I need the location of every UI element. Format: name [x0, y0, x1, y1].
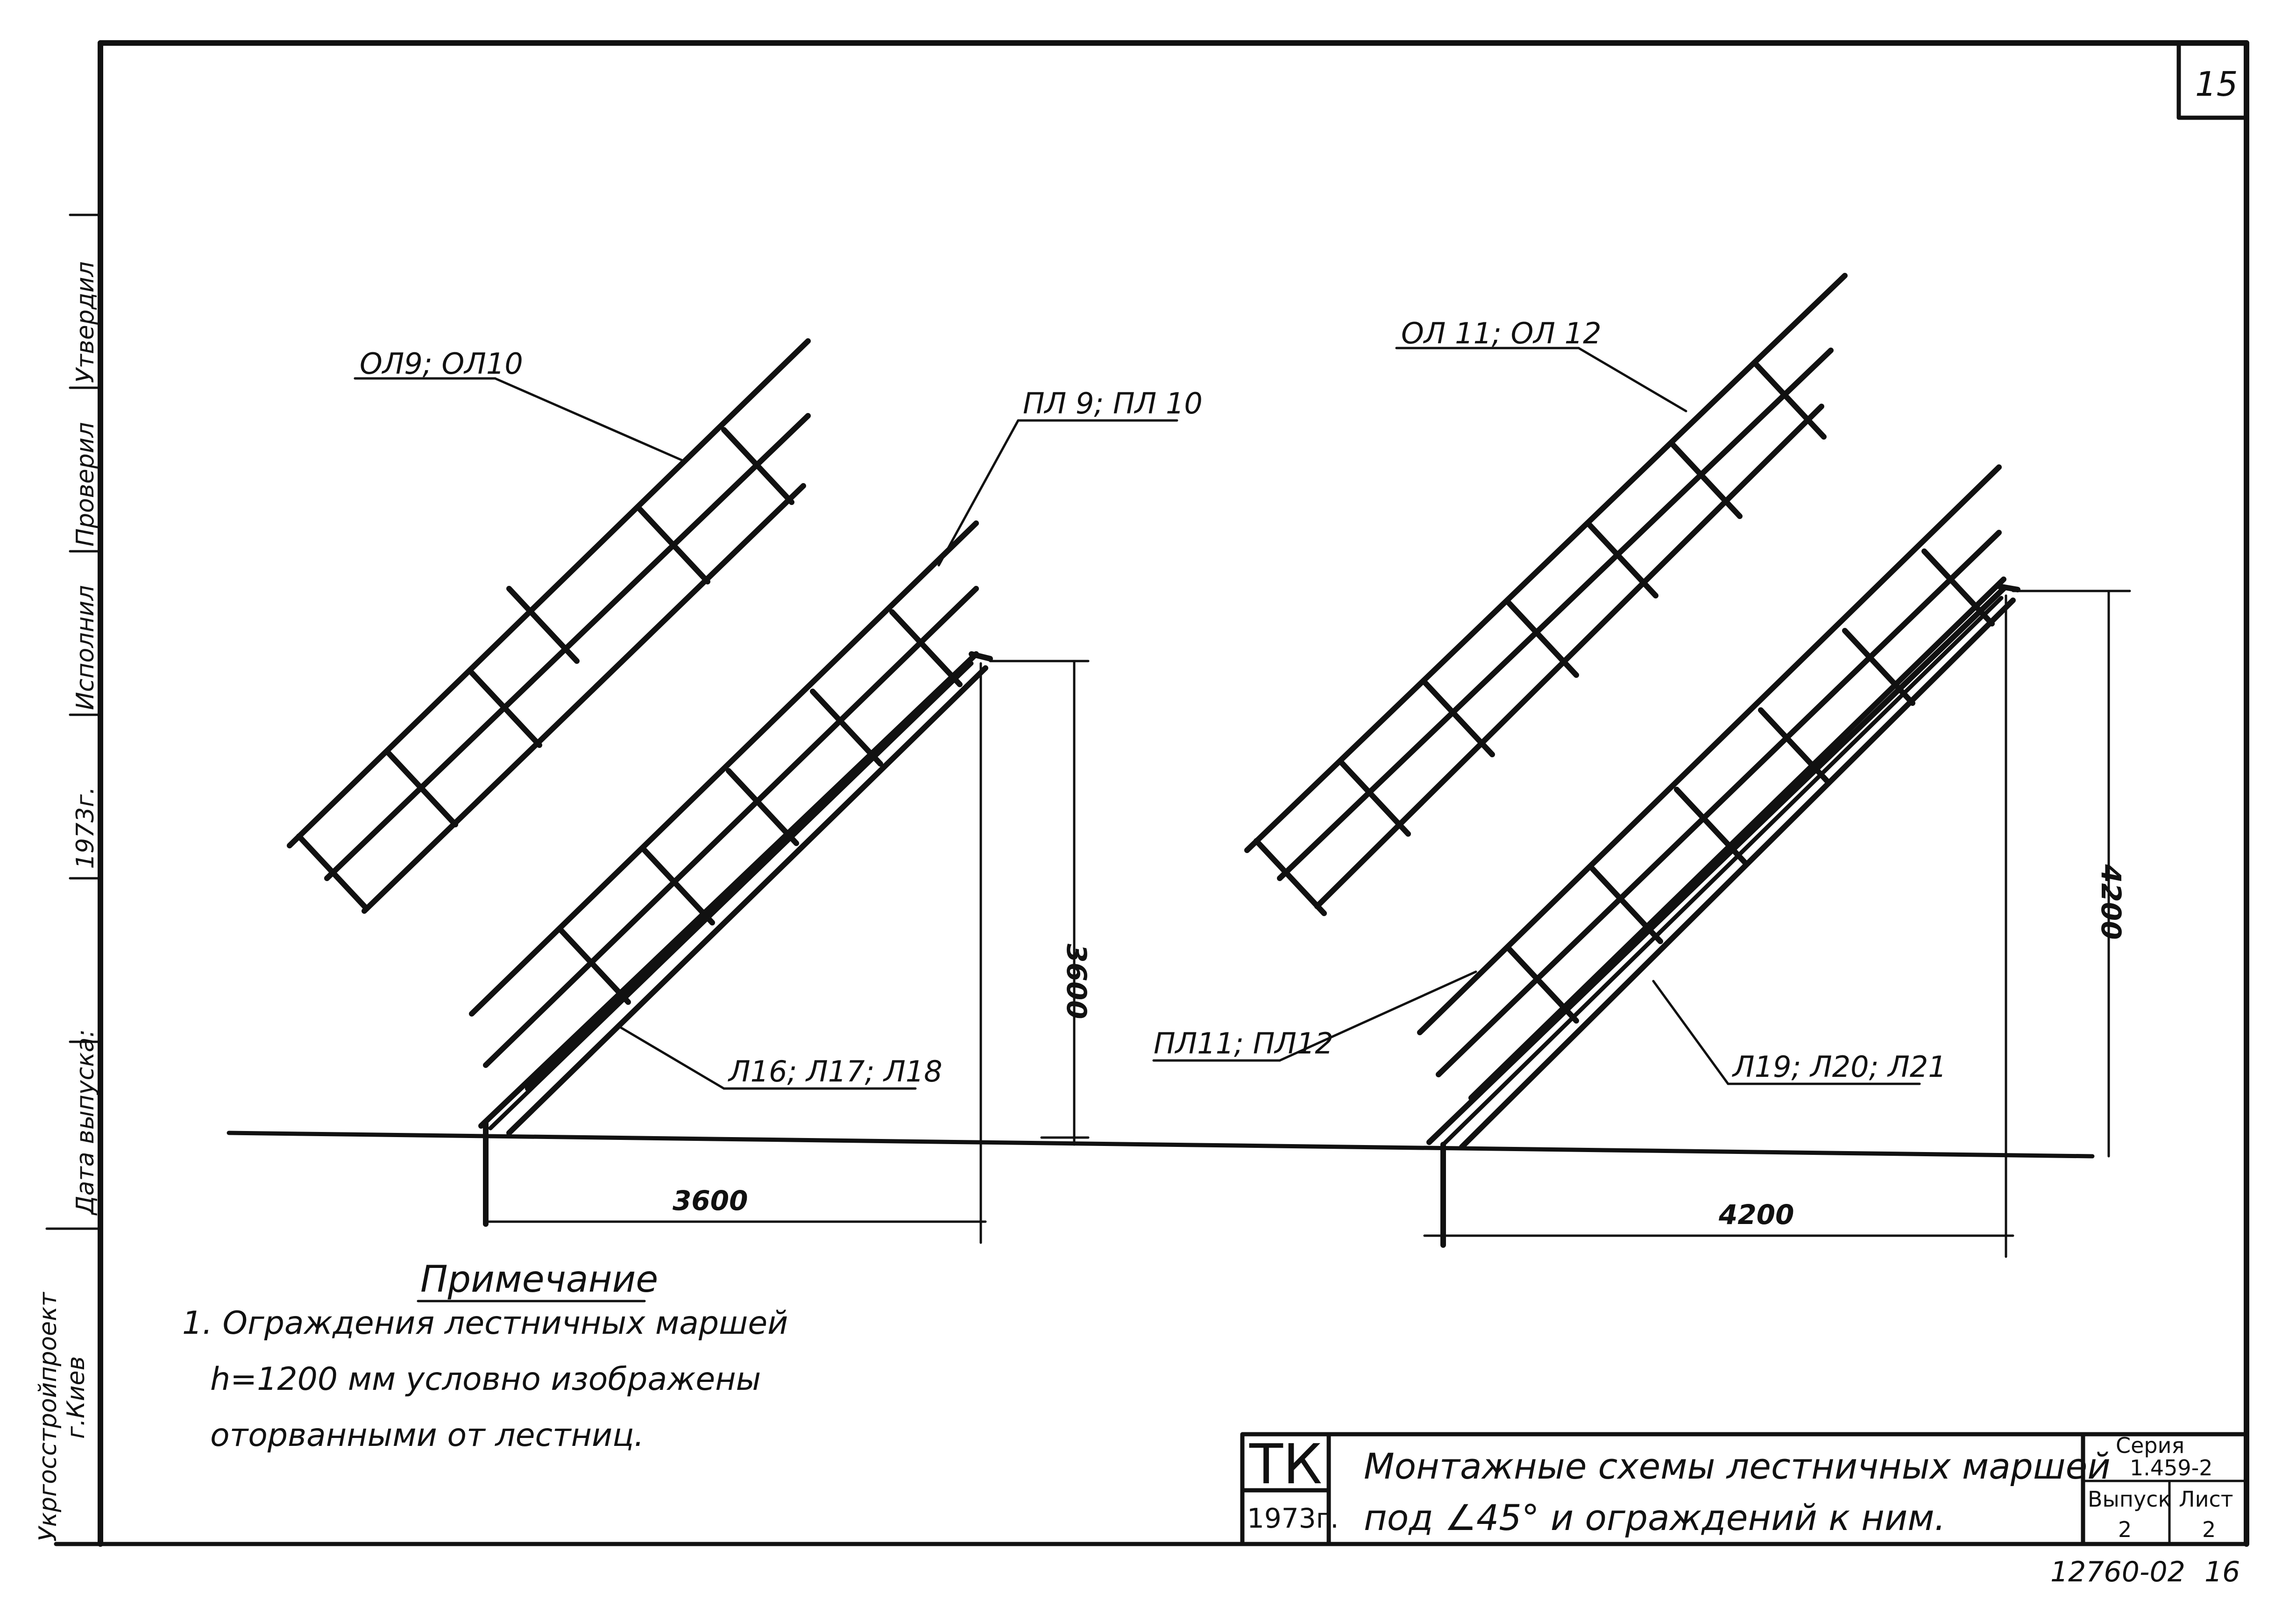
tb-series-value: 1.459-2 [2130, 1455, 2213, 1480]
left-railing [287, 338, 811, 914]
left-dimensions: 3600 3600 [484, 660, 1092, 1244]
tb-issue-value: 2 [2118, 1517, 2132, 1542]
tb-sheet-label: Лист [2179, 1487, 2233, 1512]
note-line-1: 1. Ограждения лестничных маршей [182, 1305, 788, 1342]
left-stringer-label: Л16; Л17; Л18 [728, 1054, 942, 1089]
right-height-dim: 4200 [2095, 864, 2127, 939]
left-leaders: ОЛ9; ОЛ10 ПЛ 9; ПЛ 10 Л16; Л17; Л18 [354, 347, 1203, 1090]
title-block: ТК 1973г. Монтажные схемы лестничных мар… [1240, 1432, 2249, 1546]
side-institute: Укргосстройпроект [34, 1291, 62, 1542]
side-city: г.Киев [62, 1356, 90, 1439]
right-stair-flight [1417, 464, 2020, 1248]
tb-title-line-1: Монтажные схемы лестничных маршей [1364, 1445, 2111, 1487]
side-executed: Исполнил [71, 585, 99, 710]
right-stringer-label: Л19; Л20; Л21 [1732, 1050, 1947, 1084]
side-year: 1973г. [71, 787, 99, 869]
note-block: Примечание 1. Ограждения лестничных марш… [182, 1259, 788, 1454]
tb-issue-label: Выпуск [2088, 1487, 2171, 1512]
right-railing [1244, 273, 1848, 916]
tb-year: 1973г. [1247, 1502, 1339, 1534]
right-dimensions: 4200 4200 [1423, 590, 2131, 1258]
archive-code: 12760-02 16 [2050, 1556, 2240, 1588]
side-approved: Утвердил [71, 261, 99, 383]
tb-sheet-value: 2 [2202, 1517, 2216, 1542]
tb-title-line-2: под ∠45° и ограждений к ним. [1364, 1497, 1946, 1538]
left-height-dim: 3600 [1061, 944, 1092, 1019]
side-checked: Проверил [71, 422, 99, 547]
left-railing-label: ОЛ9; ОЛ10 [360, 347, 523, 381]
archive-sheet-text: 16 [2204, 1556, 2240, 1588]
ground-line [227, 1131, 2095, 1159]
tb-org: ТК [1249, 1432, 1322, 1496]
note-line-3: оторванными от лестниц. [210, 1417, 644, 1454]
side-date-label: Дата выпуска: [71, 1029, 99, 1216]
side-stamp: Дата выпуска: 1973г. Исполнил Проверил У… [34, 213, 102, 1542]
note-line-2: h=1200 мм условно изображены [210, 1361, 761, 1398]
left-platform-label: ПЛ 9; ПЛ 10 [1023, 386, 1203, 420]
sheet-number-box: 15 [2176, 41, 2249, 120]
left-width-dim: 3600 [673, 1185, 748, 1217]
left-stair-flight [469, 520, 993, 1227]
sheet-number: 15 [2195, 64, 2238, 104]
right-railing-label: ОЛ 11; ОЛ 12 [1401, 316, 1602, 350]
tb-series-label: Серия [2116, 1433, 2184, 1458]
right-leaders: ОЛ 11; ОЛ 12 ПЛ11; ПЛ12 Л19; Л20; Л21 [1152, 316, 1947, 1085]
archive-code-text: 12760-02 [2050, 1556, 2185, 1588]
right-platform-label: ПЛ11; ПЛ12 [1154, 1026, 1333, 1060]
right-width-dim: 4200 [1718, 1199, 1794, 1231]
note-title: Примечание [420, 1259, 658, 1301]
